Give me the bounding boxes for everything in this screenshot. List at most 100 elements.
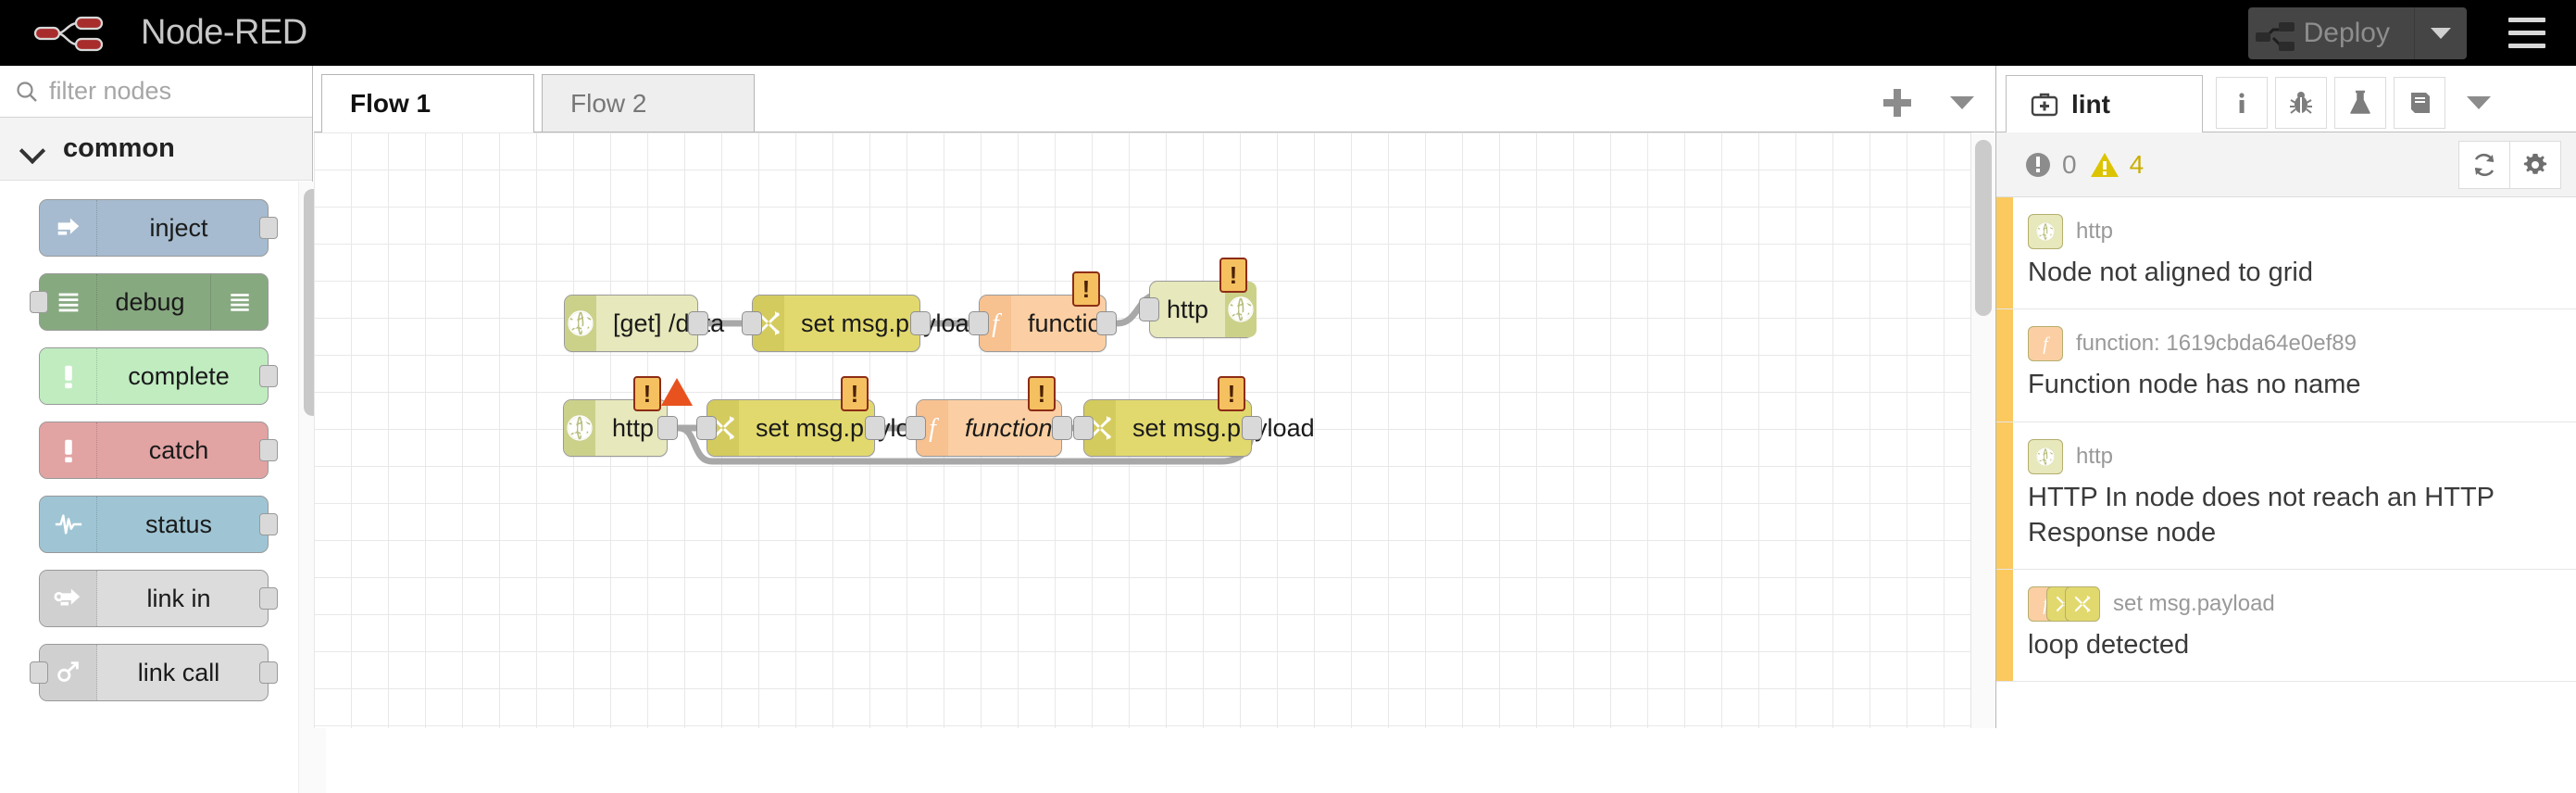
deploy-label: Deploy [2303,17,2390,48]
flow-node-change-2[interactable]: set msg.payload! [696,376,938,457]
node-warning-badge[interactable]: ! [1219,258,1247,293]
node-input-port[interactable] [969,311,989,335]
node-output-port[interactable] [1242,416,1262,440]
node-output-port[interactable] [657,416,678,440]
palette-node-link-call[interactable]: link call [30,644,278,701]
canvas-scrollbar-thumb[interactable] [1975,140,1992,316]
node-output-port[interactable] [259,661,278,684]
node-output-port[interactable] [259,587,278,610]
flow-list-menu-button[interactable] [1930,74,1995,132]
node-input-port[interactable] [1073,416,1094,440]
globe-icon [565,296,596,351]
tab-label: Flow 2 [570,88,647,118]
node-output-port[interactable] [1052,416,1072,440]
refresh-icon[interactable] [2458,140,2510,189]
palette-node-link-in[interactable]: link in [39,570,278,627]
palette-node-catch[interactable]: catch [39,422,278,479]
sidebar-tab-lint[interactable]: lint [2006,75,2203,132]
app-header: Node-RED Deploy [0,0,2576,66]
exclamation-icon [40,422,97,478]
flow-node-http-in-2[interactable]: http! [563,376,693,457]
lint-tools [2458,140,2561,189]
change-icon [1084,400,1116,456]
warning-triangle-icon [2090,151,2120,179]
node-input-port[interactable] [1139,297,1159,321]
node-warning-badge[interactable]: ! [1072,271,1100,307]
medkit-icon [2031,93,2058,117]
palette-node-complete[interactable]: complete [39,347,278,405]
flow-node-label: http [612,413,655,442]
flow-node-change-3[interactable]: set msg.payload! [1073,376,1315,457]
flask-icon[interactable] [2334,77,2386,129]
node-palette: filter nodes common inject debug complete c… [0,66,326,793]
node-output-port[interactable] [910,311,931,335]
flow-node-change-1[interactable]: set msg.payload [742,295,983,352]
node-output-port[interactable] [259,439,278,461]
palette-search[interactable]: filter nodes [0,66,312,118]
node-output-port[interactable] [259,365,278,387]
palette-category-common[interactable]: common [0,118,312,181]
sidebar-more-tabs-button[interactable] [2453,77,2505,129]
deploy-dropdown-button[interactable] [2415,7,2467,59]
deploy-button[interactable]: Deploy [2247,6,2467,59]
node-red-logo-icon [33,12,124,55]
flow-node-label: http [1167,295,1209,323]
palette-node-label: debug [115,287,185,316]
node-input-port[interactable] [30,661,48,684]
node-input-port[interactable] [696,416,717,440]
flow-node-label: set msg.payload [1132,413,1315,442]
node-input-port[interactable] [906,416,926,440]
deploy-nodes-icon [2248,7,2302,59]
node-output-port[interactable] [865,416,885,440]
header-actions: Deploy [2247,0,2576,66]
tab-flow-1[interactable]: Flow 1 [321,74,534,132]
node-input-port[interactable] [30,291,48,313]
palette-node-label: status [144,510,213,538]
sidebar-tabbar: lint [1996,66,2576,132]
change-icon [753,296,784,351]
node-input-port[interactable] [742,311,762,335]
tab-flow-2[interactable]: Flow 2 [542,74,755,132]
node-warning-badge[interactable]: ! [841,376,869,411]
flow-node-http-response-1[interactable]: http! [1139,258,1257,338]
flow-node-http-in-get-data[interactable]: [get] /data [564,295,724,352]
main-menu-button[interactable] [2487,0,2567,66]
sidebar-tab-label: lint [2071,89,2110,119]
flow-node-label: set msg.payload [801,308,983,337]
lint-warning-count[interactable]: 4 [2090,150,2144,180]
node-output-port[interactable] [1096,311,1117,335]
add-flow-button[interactable] [1865,74,1930,132]
lint-error-count[interactable]: 0 [2024,150,2077,180]
book-icon[interactable] [2394,77,2445,129]
bug-icon[interactable] [2275,77,2327,129]
pulse-wave-icon [40,497,97,552]
palette-node-label: link call [137,658,220,686]
node-output-port[interactable] [259,217,278,239]
palette-node-label: catch [148,435,209,464]
node-warning-badge[interactable]: ! [633,376,661,411]
palette-node-status[interactable]: status [39,496,278,553]
canvas-scrollbar[interactable] [1970,132,1995,728]
node-warning-badge[interactable]: ! [1218,376,1245,411]
node-output-port[interactable] [688,311,708,335]
palette-node-inject[interactable]: inject [39,199,278,257]
node-warning-badge[interactable]: ! [1028,376,1056,411]
palette-node-list: inject debug complete catch status link in lin… [0,181,312,701]
node-output-port[interactable] [259,513,278,535]
globe-icon [2028,438,2063,474]
lint-item-node-name: http [2076,443,2114,469]
gear-icon[interactable] [2509,140,2561,189]
node-changed-indicator [661,378,693,406]
palette-node-debug[interactable]: debug [30,273,269,331]
info-icon[interactable] [2216,77,2268,129]
svg-text:f: f [992,309,1002,338]
lint-item-node-name: set msg.payload [2113,591,2275,617]
